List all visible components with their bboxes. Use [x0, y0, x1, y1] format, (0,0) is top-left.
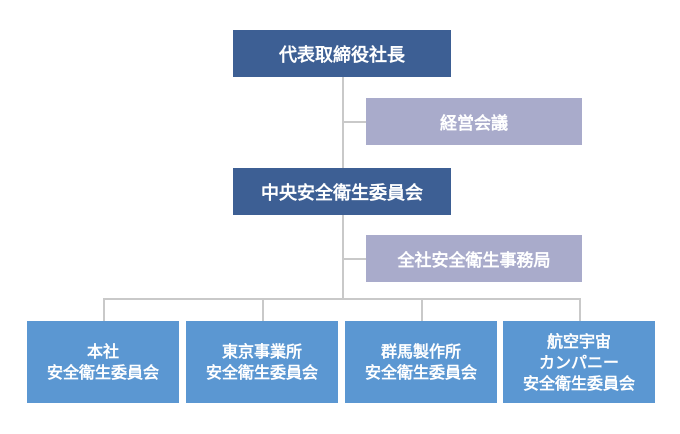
connector-site-1: [103, 298, 105, 321]
site-committee-line1: 航空宇宙: [546, 331, 611, 351]
site-committee-line1: 群馬製作所: [380, 342, 461, 361]
site-committee-line1: 本社: [86, 342, 119, 361]
connector-secretariat: [342, 258, 366, 260]
secretariat-box: 全社安全衛生事務局: [366, 235, 582, 282]
central-committee-box: 中央安全衛生委員会: [233, 168, 451, 215]
ceo-box: 代表取締役社長: [233, 30, 451, 77]
connector-site-4: [579, 298, 581, 321]
ceo-label: 代表取締役社長: [279, 44, 405, 66]
management-meeting-label: 経営会議: [440, 114, 508, 134]
site-committee-box: 東京事業所 安全衛生委員会: [186, 321, 338, 403]
site-committee-line2: 安全衛生委員会: [46, 363, 159, 382]
connector-site-3: [421, 298, 423, 321]
central-committee-label: 中央安全衛生委員会: [261, 182, 423, 204]
connector-management-meeting: [342, 121, 366, 123]
connector-site-2: [262, 298, 264, 321]
site-committee-box: 群馬製作所 安全衛生委員会: [345, 321, 497, 403]
site-committee-box: 本社 安全衛生委員会: [27, 321, 179, 403]
site-committee-box: 航空宇宙 カンパニー 安全衛生委員会: [503, 321, 655, 403]
site-committee-line2: カンパニー: [538, 352, 619, 372]
site-committee-line2: 安全衛生委員会: [205, 363, 318, 382]
site-committee-line1: 東京事業所: [221, 342, 302, 361]
site-committee-line2: 安全衛生委員会: [364, 363, 477, 382]
connector-sites-horizontal: [103, 298, 581, 300]
secretariat-label: 全社安全衛生事務局: [397, 251, 551, 271]
site-committee-line3: 安全衛生委員会: [522, 373, 635, 393]
management-meeting-box: 経営会議: [366, 98, 582, 145]
